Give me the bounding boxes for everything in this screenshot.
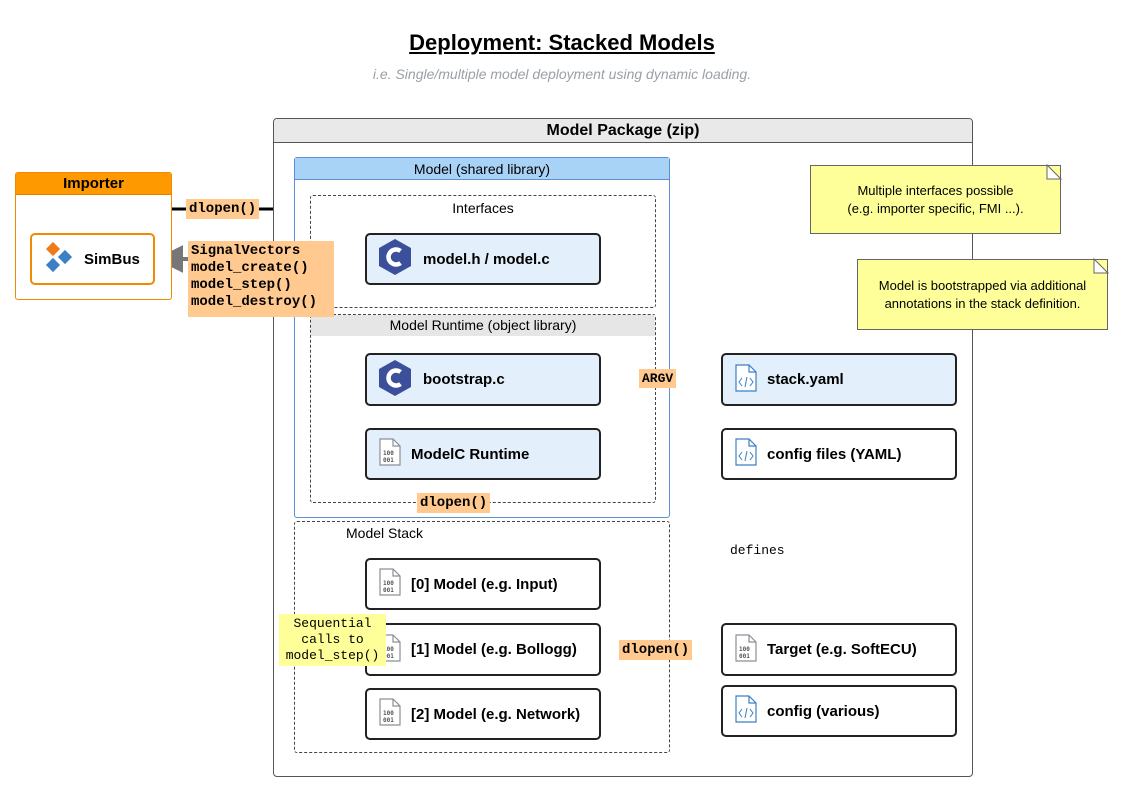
code-file-icon	[735, 438, 757, 470]
stack-model-label: [1] Model (e.g. Bollogg)	[411, 641, 577, 658]
dlopen-runtime-label: dlopen()	[417, 493, 491, 513]
argv-label: ARGV	[639, 369, 677, 388]
svg-text:001: 001	[739, 653, 750, 660]
model-h-c-label: model.h / model.c	[423, 250, 550, 268]
binary-file-icon: 100 001	[735, 633, 757, 666]
svg-text:001: 001	[383, 457, 394, 464]
call-model-create: model_create()	[191, 260, 309, 276]
svg-text:100: 100	[383, 710, 394, 717]
stack-model-0-box[interactable]: 100 001 [0] Model (e.g. Input)	[365, 558, 601, 610]
call-model-step: model_step()	[191, 277, 292, 293]
svg-text:100: 100	[383, 450, 394, 457]
stack-model-label: [0] Model (e.g. Input)	[411, 575, 558, 593]
binary-file-icon: 100 001	[379, 568, 401, 600]
model-shared-library-container	[294, 157, 670, 518]
model-stack-label: Model Stack	[346, 525, 424, 541]
code-file-icon	[735, 363, 757, 396]
model-shared-library-title: Model (shared library)	[295, 158, 669, 180]
c-language-icon	[377, 359, 413, 401]
svg-text:100: 100	[383, 580, 394, 587]
config-files-box[interactable]: config files (YAML)	[721, 428, 957, 480]
stack-model-label: [2] Model (e.g. Network)	[411, 705, 581, 723]
stack-model-1-box[interactable]: 100 001 [1] Model (e.g. Bollogg)	[365, 623, 601, 676]
config-files-label: config files (YAML)	[767, 445, 902, 463]
config-various-label: config (various)	[767, 702, 880, 720]
interfaces-label: Interfaces	[452, 200, 514, 216]
model-h-c-box[interactable]: model.h / model.c	[365, 233, 601, 285]
diagram-subtitle: i.e. Single/multiple model deployment us…	[372, 66, 752, 82]
svg-text:001: 001	[383, 587, 394, 594]
target-box[interactable]: 100 001 Target (e.g. SoftECU)	[721, 623, 957, 676]
sequential-calls-note: Sequential calls to model_step()	[279, 614, 386, 666]
model-runtime-label: Model Runtime (object library)	[311, 315, 655, 336]
target-label: Target (e.g. SoftECU)	[767, 641, 917, 658]
code-file-icon	[735, 695, 757, 727]
svg-text:100: 100	[739, 646, 750, 653]
model-package-title: Model Package (zip)	[274, 119, 972, 143]
bootstrap-box[interactable]: bootstrap.c	[365, 353, 601, 406]
interfaces-note: Multiple interfaces possible (e.g. impor…	[810, 165, 1061, 234]
modelc-runtime-box[interactable]: 100 001 ModelC Runtime	[365, 428, 601, 480]
svg-text:001: 001	[383, 717, 394, 724]
stack-yaml-box[interactable]: stack.yaml	[721, 353, 957, 406]
c-language-icon	[377, 238, 413, 280]
defines-label: defines	[728, 543, 787, 558]
simbus-label: SimBus	[84, 250, 140, 268]
call-signalvectors: SignalVectors	[191, 243, 301, 259]
stack-model-2-box[interactable]: 100 001 [2] Model (e.g. Network)	[365, 688, 601, 740]
importer-title: Importer	[16, 173, 171, 195]
svg-text:100: 100	[383, 646, 394, 653]
diagram-title: Deployment: Stacked Models	[409, 30, 715, 55]
bootstrap-label: bootstrap.c	[423, 371, 505, 388]
dlopen-importer-label: dlopen()	[186, 199, 260, 219]
call-model-destroy: model_destroy()	[191, 294, 318, 310]
modelc-runtime-label: ModelC Runtime	[411, 445, 530, 463]
bootstrap-note: Model is bootstrapped via additional ann…	[857, 259, 1108, 330]
interface-calls-label: SignalVectors model_create() model_step(…	[188, 241, 334, 317]
simbus-logo-icon	[42, 242, 76, 276]
svg-text:001: 001	[383, 653, 394, 660]
binary-file-icon: 100 001	[379, 438, 401, 470]
binary-file-icon: 100 001	[379, 698, 401, 730]
dlopen-target-label: dlopen()	[619, 640, 693, 660]
stack-yaml-label: stack.yaml	[767, 371, 844, 388]
simbus-box[interactable]: SimBus	[30, 233, 155, 285]
config-various-box[interactable]: config (various)	[721, 685, 957, 737]
